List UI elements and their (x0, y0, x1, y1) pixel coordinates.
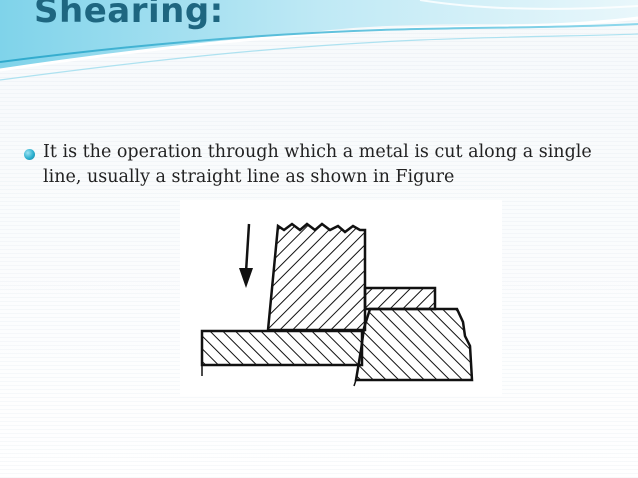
lower-blade (354, 307, 474, 382)
bullet-dot-icon (24, 149, 35, 160)
slide-title: Shearing: (34, 0, 224, 31)
workpiece-top (363, 286, 437, 311)
arrow-down-icon (239, 223, 253, 288)
bullet-text: It is the operation through which a meta… (43, 142, 592, 187)
upper-blade (266, 222, 367, 332)
header-wave-decoration (0, 0, 638, 81)
sheet-left (200, 329, 364, 367)
shearing-diagram (180, 200, 502, 396)
